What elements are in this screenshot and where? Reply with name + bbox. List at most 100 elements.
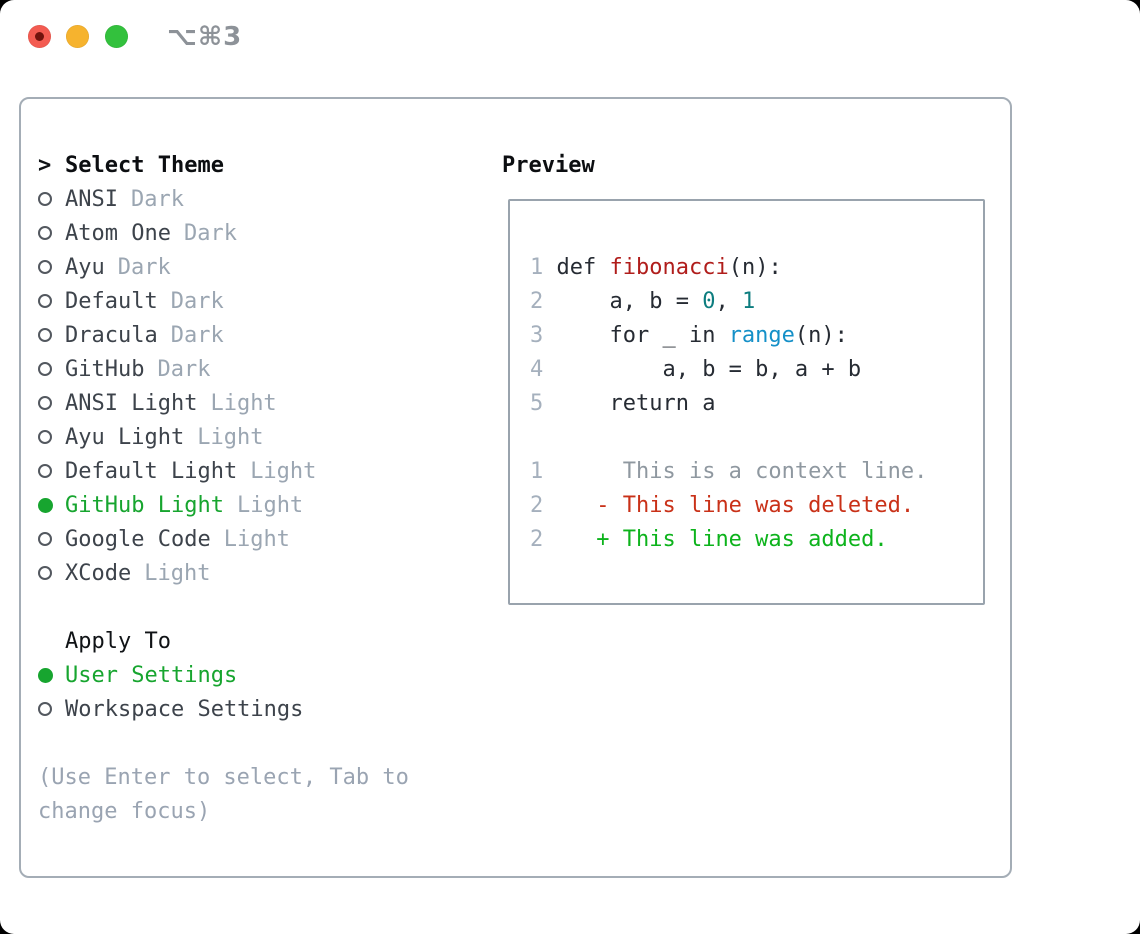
minimize-button[interactable] <box>66 25 89 48</box>
theme-name: Default <box>65 288 158 314</box>
radio-icon <box>38 566 65 580</box>
radio-icon <box>38 328 65 342</box>
radio-icon <box>38 226 65 240</box>
code-segment: , <box>715 289 742 314</box>
code-segment: a, b = <box>556 289 703 314</box>
code-segment: - This line was deleted. <box>556 493 915 518</box>
preview-line: 2 - This line was deleted. <box>530 489 927 523</box>
theme-name: Ayu Light <box>65 424 185 450</box>
radio-icon <box>38 362 65 376</box>
preview-line: 3 for _ in range(n): <box>530 319 927 353</box>
apply-option-workspace-settings[interactable]: Workspace Settings <box>38 692 409 726</box>
theme-name: Ayu <box>65 254 105 280</box>
code-segment: a, b = b, a + b <box>556 357 862 382</box>
theme-option-google-code[interactable]: Google Code Light <box>38 522 409 556</box>
code-segment: 0 <box>702 289 716 314</box>
preview-line: 2 + This line was added. <box>530 523 927 557</box>
theme-option-atom-one[interactable]: Atom One Dark <box>38 216 409 250</box>
radio-icon <box>38 192 65 206</box>
code-segment: def <box>556 255 610 280</box>
theme-option-ayu-light[interactable]: Ayu Light Light <box>38 420 409 454</box>
theme-variant-tag: Light <box>197 424 264 450</box>
prompt-caret-icon: > <box>38 152 52 178</box>
code-segment: This is a context line. <box>556 459 928 484</box>
radio-selected-icon <box>38 497 65 513</box>
preview-line: 4 a, b = b, a + b <box>530 353 927 387</box>
theme-option-default-light[interactable]: Default Light Light <box>38 454 409 488</box>
theme-variant-tag: Light <box>250 458 317 484</box>
theme-name: ANSI <box>65 186 118 212</box>
theme-option-github[interactable]: GitHub Dark <box>38 352 409 386</box>
line-number: 3 <box>530 323 557 348</box>
select-theme-header: > Select Theme <box>38 148 409 182</box>
radio-icon <box>38 294 65 308</box>
line-number: 1 <box>530 459 557 484</box>
close-button[interactable] <box>28 25 51 48</box>
code-segment: (n): <box>794 323 848 348</box>
preview-line: 1 This is a context line. <box>530 455 927 489</box>
apply-to-header: Apply To <box>38 624 409 658</box>
preview-line: 2 a, b = 0, 1 <box>530 285 927 319</box>
spacer-row <box>38 590 409 624</box>
preview-title: Preview <box>502 152 595 178</box>
theme-option-default[interactable]: Default Dark <box>38 284 409 318</box>
code-segment: 1 <box>741 289 756 314</box>
apply-option-label: User Settings <box>65 662 238 688</box>
theme-option-xcode[interactable]: XCode Light <box>38 556 409 590</box>
code-segment: (n): <box>728 255 782 280</box>
theme-name: Atom One <box>65 220 171 246</box>
theme-name: XCode <box>65 560 132 586</box>
window-title: ⌥⌘3 <box>167 22 243 52</box>
radio-icon <box>38 702 65 716</box>
code-segment: + This line was added. <box>556 527 888 552</box>
theme-variant-tag: Light <box>144 560 211 586</box>
hint-text-line-2: change focus) <box>38 798 211 824</box>
preview-line: 5 return a <box>530 387 927 421</box>
theme-name: Default Light <box>65 458 238 484</box>
zoom-button[interactable] <box>105 25 128 48</box>
theme-name: Google Code <box>65 526 211 552</box>
apply-option-user-settings[interactable]: User Settings <box>38 658 409 692</box>
apply-option-label: Workspace Settings <box>65 696 304 722</box>
theme-name: GitHub <box>65 356 145 382</box>
theme-option-ansi-light[interactable]: ANSI Light Light <box>38 386 409 420</box>
theme-variant-tag: Light <box>210 390 277 416</box>
theme-variant-tag: Dark <box>117 254 171 280</box>
radio-icon <box>38 464 65 478</box>
preview-line <box>530 421 927 455</box>
code-segment: fibonacci <box>609 255 729 280</box>
theme-name: GitHub Light <box>65 492 224 518</box>
line-number: 5 <box>530 391 557 416</box>
theme-option-dracula[interactable]: Dracula Dark <box>38 318 409 352</box>
theme-variant-tag: Dark <box>170 288 224 314</box>
radio-icon <box>38 260 65 274</box>
theme-variant-tag: Dark <box>183 220 237 246</box>
code-segment: return a <box>556 391 716 416</box>
theme-variant-tag: Dark <box>130 186 184 212</box>
radio-icon <box>38 396 65 410</box>
line-number: 2 <box>530 493 557 518</box>
code-segment: range <box>728 323 795 348</box>
radio-selected-icon <box>38 667 65 683</box>
theme-option-ayu[interactable]: Ayu Dark <box>38 250 409 284</box>
line-number: 4 <box>530 357 557 382</box>
select-theme-label: Select Theme <box>65 152 224 178</box>
unsaved-indicator-icon <box>35 32 44 41</box>
theme-variant-tag: Dark <box>157 356 211 382</box>
theme-variant-tag: Light <box>223 526 290 552</box>
theme-option-ansi[interactable]: ANSI Dark <box>38 182 409 216</box>
theme-name: ANSI Light <box>65 390 198 416</box>
theme-variant-tag: Dark <box>170 322 224 348</box>
hint-text-line-1: (Use Enter to select, Tab to <box>38 764 409 790</box>
line-number: 2 <box>530 289 557 314</box>
theme-name: Dracula <box>65 322 158 348</box>
preview-line: 1 def fibonacci(n): <box>530 251 927 285</box>
radio-icon <box>38 532 65 546</box>
